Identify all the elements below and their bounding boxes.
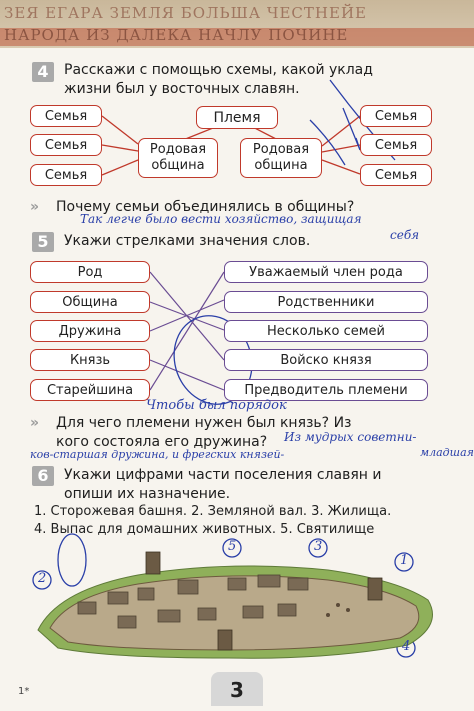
word-left-4: Князь (30, 349, 150, 371)
obshchina-right-line1: Родовая (252, 142, 310, 157)
obshchina-right-line2: община (254, 158, 308, 173)
header-text-line2: НАРОДА ИЗ ДАЛЕКА НАЧЛУ ПОЧИНЕ (4, 26, 349, 44)
scheme-obshchina-left: Родовая община (138, 138, 218, 178)
obshchina-left-line1: Родовая (149, 142, 207, 157)
task4-question: Почему семьи объединялись в общины? (56, 199, 355, 215)
word-left-3: Дружина (30, 320, 150, 342)
meaning-right-4: Войско князя (224, 349, 428, 371)
footnote: 1* (18, 686, 30, 697)
task4-answer-line2: себя (390, 228, 420, 242)
scheme-semya-right-2: Семья (360, 134, 432, 156)
word-left-1: Род (30, 261, 150, 283)
task5-question-line2: кого состояла его дружина? (56, 434, 268, 450)
meaning-right-1: Уважаемый член рода (224, 261, 428, 283)
mark-4: 4 (402, 639, 411, 654)
question-arrow-icon: » (30, 199, 40, 215)
word-left-2: Община (30, 291, 150, 313)
scheme-semya-right-3: Семья (360, 164, 432, 186)
scheme-semya-right-1: Семья (360, 105, 432, 127)
task6-text-line2: опиши их назначение. (64, 486, 231, 502)
mark-3: 3 (314, 539, 323, 554)
header-band (0, 28, 474, 46)
task4-number: 4 (32, 62, 54, 82)
question-arrow-icon-2: » (30, 415, 40, 431)
obshchina-left-line2: община (151, 158, 205, 173)
task6-number: 6 (32, 466, 54, 486)
task4-answer-line1: Так легче было вести хозяйство, защищая (80, 212, 362, 226)
meaning-right-3: Несколько семей (224, 320, 428, 342)
task4-text-line1: Расскажи с помощью схемы, какой уклад (64, 62, 373, 78)
task5-answer-b-line3: младшая. (420, 446, 474, 459)
scheme-plemya: Племя (196, 106, 278, 129)
task5-question-line1: Для чего племени нужен был князь? Из (56, 415, 352, 431)
scheme-semya-left-3: Семья (30, 164, 102, 186)
task6-text-line1: Укажи цифрами части поселения славян и (64, 467, 382, 483)
task5-answer-b-line1: Из мудрых советни- (284, 430, 417, 444)
meaning-right-5: Предводитель племени (224, 379, 428, 401)
scheme-obshchina-right: Родовая община (240, 138, 322, 178)
word-left-5: Старейшина (30, 379, 150, 401)
task5-answer-a: Чтобы был порядок (146, 398, 287, 413)
task5-text: Укажи стрелками значения слов. (64, 233, 311, 249)
meaning-right-2: Родственники (224, 291, 428, 313)
task5-answer-b-line2: ков-старшая дружина, и фрегских князей- (30, 448, 285, 461)
task4-text-line2: жизни был у восточных славян. (64, 81, 300, 97)
page-number: 3 (211, 672, 263, 706)
mark-5: 5 (228, 539, 237, 554)
task6-list-line2: 4. Выпас для домашних животных. 5. Святи… (34, 522, 375, 537)
task6-list-line1: 1. Сторожевая башня. 2. Земляной вал. 3.… (34, 504, 392, 519)
scheme-semya-left-1: Семья (30, 105, 102, 127)
mark-2: 2 (38, 571, 47, 586)
settlement-illustration (37, 551, 433, 659)
scheme-semya-left-2: Семья (30, 134, 102, 156)
header-banner: ЗЕЯ ЕГАРА ЗЕМЛЯ БОЛЬША ЧЕСТНЕЙЕ НАРОДА И… (0, 0, 474, 48)
task5-number: 5 (32, 232, 54, 252)
mark-1: 1 (400, 553, 409, 568)
header-text-line1: ЗЕЯ ЕГАРА ЗЕМЛЯ БОЛЬША ЧЕСТНЕЙЕ (4, 4, 367, 22)
